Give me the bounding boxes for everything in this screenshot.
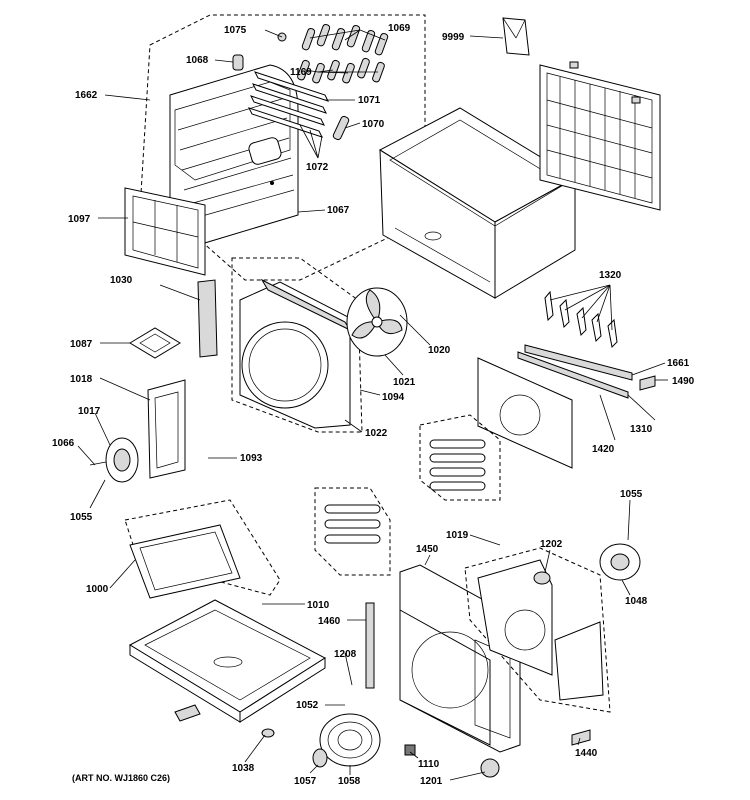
fan-motor — [89, 437, 139, 483]
heater-element — [429, 439, 486, 491]
mounting-tabs-1320 — [544, 290, 618, 349]
insulation-panel — [554, 621, 604, 701]
air-filter — [124, 187, 206, 276]
clip-1490 — [639, 375, 656, 391]
label-9999: 9999 — [442, 32, 465, 43]
base-pan — [128, 599, 326, 723]
partition-group-outline — [464, 547, 611, 713]
label-1169: 1169 — [290, 67, 312, 78]
label-1021: 1021 — [393, 377, 416, 388]
drain-pan — [129, 524, 241, 599]
shroud-group-outline — [231, 257, 363, 433]
label-1110: 1110 — [418, 759, 440, 770]
label-1057: 1057 — [294, 776, 317, 787]
label-1093: 1093 — [240, 453, 263, 464]
bearing-1201 — [480, 758, 500, 778]
partition-panel — [477, 559, 553, 676]
grommet-1038 — [261, 728, 275, 738]
heater-group-outline — [419, 414, 501, 501]
label-1320: 1320 — [599, 270, 622, 281]
clip-1440 — [571, 729, 591, 746]
label-1018: 1018 — [70, 374, 93, 385]
label-1067: 1067 — [327, 205, 350, 216]
label-1490: 1490 — [672, 376, 695, 387]
label-1071: 1071 — [358, 95, 381, 106]
fan-shroud — [239, 278, 352, 429]
louver-blades — [248, 71, 329, 138]
rear-grille — [539, 61, 661, 211]
label-1052: 1052 — [296, 700, 319, 711]
control-bracket — [477, 357, 573, 469]
label-1000: 1000 — [86, 584, 109, 595]
label-1019: 1019 — [446, 530, 469, 541]
label-1440: 1440 — [575, 748, 598, 759]
blower-wheel — [319, 713, 381, 767]
axial-fan — [346, 287, 408, 357]
label-1030: 1030 — [110, 275, 133, 286]
label-1097: 1097 — [68, 214, 91, 225]
label-1087: 1087 — [70, 339, 93, 350]
leader-lines — [77, 29, 668, 781]
label-1310: 1310 — [630, 424, 653, 435]
label-1450: 1450 — [416, 544, 439, 555]
label-1068: 1068 — [186, 55, 209, 66]
label-1072: 1072 — [306, 162, 329, 173]
cabinet — [378, 107, 576, 299]
label-1070: 1070 — [362, 119, 385, 130]
bracket-1087 — [129, 327, 181, 359]
label-1017: 1017 — [78, 406, 101, 417]
heater-element-2 — [324, 504, 381, 544]
label-1420: 1420 — [592, 444, 615, 455]
label-1208: 1208 — [334, 649, 357, 660]
label-1075: 1075 — [224, 25, 247, 36]
label-1048: 1048 — [625, 596, 648, 607]
label-1020: 1020 — [428, 345, 451, 356]
pivot-1070 — [332, 115, 350, 141]
label-1055-left: 1055 — [70, 512, 93, 523]
label-1662: 1662 — [75, 90, 98, 101]
base-group-outline — [124, 499, 281, 596]
motor-mount — [147, 379, 186, 479]
switch-1110 — [404, 744, 416, 756]
label-1069: 1069 — [388, 23, 411, 34]
rail-1420 — [517, 351, 629, 399]
clip-1068 — [232, 54, 244, 71]
hub-1057 — [312, 748, 328, 768]
label-1460: 1460 — [318, 616, 341, 627]
seal-1460 — [365, 602, 375, 689]
label-1058: 1058 — [338, 776, 361, 787]
label-1055-right: 1055 — [620, 489, 643, 500]
art-number: (ART NO. WJ1860 C26) — [72, 773, 170, 783]
heater-group-outline-2 — [314, 487, 391, 576]
label-1661: 1661 — [667, 358, 690, 369]
part-1038-pad — [174, 704, 201, 722]
label-1094: 1094 — [382, 392, 405, 403]
part-labels: 1075 1069 1068 1169 1662 1071 1070 1072 … — [52, 23, 695, 787]
label-1066: 1066 — [52, 438, 75, 449]
compressor-motor-1048 — [599, 543, 641, 581]
rail-1661 — [524, 344, 633, 381]
bracket-1030 — [197, 279, 218, 358]
manual-envelope — [502, 17, 530, 56]
capacitor-1202 — [533, 571, 551, 585]
label-1038: 1038 — [232, 763, 255, 774]
label-1201: 1201 — [420, 776, 443, 787]
label-1022: 1022 — [365, 428, 388, 439]
label-1010: 1010 — [307, 600, 330, 611]
label-1202: 1202 — [540, 539, 563, 550]
